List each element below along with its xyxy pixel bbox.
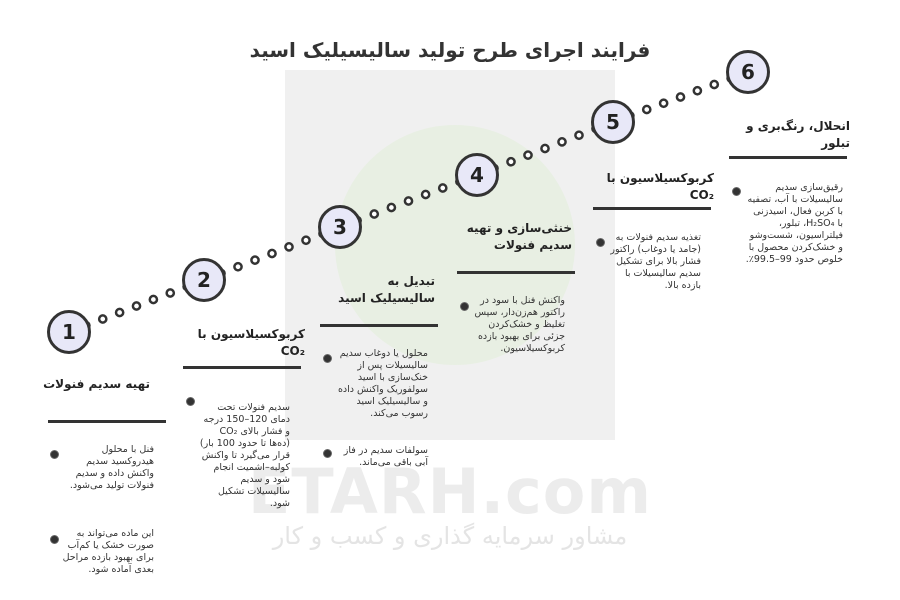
step-5-node: 5 [591,100,635,144]
path-dot [523,150,533,160]
step-6-bullet-1: رقیق‌سازی سدیم سالیسیلات با آب، تصفیه با… [745,182,843,265]
step-3-bullet-1-marker [323,354,332,363]
watermark-logo: ETARH.com [248,455,652,528]
step-2-bullet-1: سدیم فنولات تحت دمای 120–150 درجه و فشار… [199,402,290,509]
path-dot [692,85,703,96]
step-1-bullet-1: فنل با محلول هیدروکسید سدیم واکنش داده و… [69,444,154,491]
path-dot [403,196,414,206]
step-6-title: انحلال، رنگ‌بری و تبلور [746,119,850,150]
step-2-divider [183,366,301,369]
path-dot [250,255,260,265]
step-6-node: 6 [726,50,770,94]
step-2-title: کربوکسیلاسیون با CO₂ [197,327,305,358]
path-dot [114,307,125,318]
diagram-title: فرایند اجرای طرح تولید سالیسیلیک اسید [249,38,651,62]
watermark-tagline: مشاور سرمایه گذاری و کسب و کار [272,522,628,550]
step-4-node: 4 [455,153,499,197]
path-dot [369,209,380,219]
path-dot [386,202,397,213]
step-3-title: تبدیل به سالیسیلیک اسید [338,274,435,305]
step-5-bullet-1-marker [596,238,605,247]
step-6-bullet-1-marker [732,187,741,196]
path-dot [675,92,686,102]
step-3-bullet-2-marker [323,449,332,458]
step-1-bullet-1-marker [50,450,59,459]
step-5-divider [593,207,711,210]
step-6-divider [729,156,847,159]
step-4-title: خنثی‌سازی و تهیه سدیم فنولات [466,221,572,252]
path-dot [574,130,584,141]
path-dot [540,143,550,154]
step-1-divider [48,420,166,423]
step-1-node: 1 [47,310,91,354]
step-2-number: 2 [197,268,211,292]
path-dot [97,314,108,324]
path-dot [165,288,176,298]
path-dot [437,183,448,193]
step-4-divider [457,271,575,274]
step-3-bullet-1: محلول یا دوغاب سدیم سالیسیلات پس از خنک‌… [337,348,428,419]
step-4-bullet-1-marker [460,302,469,311]
path-dot [709,79,720,90]
step-5-title: کربوکسیلاسیون با CO₂ [606,171,714,202]
path-dot [131,301,142,311]
step-3-divider [320,324,438,327]
path-dot [233,261,243,272]
path-dot [267,248,277,259]
path-dot [641,104,652,115]
step-5-number: 5 [606,110,620,134]
step-2-node: 2 [182,258,226,302]
path-dot [284,242,294,252]
step-2-bullet-1-marker [186,397,195,406]
path-dot [506,156,516,167]
path-dot [148,294,159,305]
step-4-bullet-1: واکنش فنل با سود در راکتور هم‌زن‌دار، سپ… [474,295,565,354]
path-dot [658,98,669,109]
step-1-number: 1 [62,320,76,344]
step-1-title: تهیه سدیم فنولات [43,377,150,391]
path-dot [301,235,311,246]
step-3-number: 3 [333,215,347,239]
step-1-bullet-2-marker [50,535,59,544]
step-5-bullet-1: تغذیه سدیم فنولات به (جامد یا دوغاب) راک… [610,232,701,291]
step-1-bullet-2: این ماده می‌تواند به صورت خشک یا کم‌آب ب… [62,528,154,575]
path-dot [420,189,431,200]
step-6-number: 6 [741,60,755,84]
step-4-number: 4 [470,163,484,187]
path-dot [557,137,567,147]
step-3-bullet-2: سولفات سدیم در فاز آبی باقی می‌ماند. [343,445,428,468]
step-3-node: 3 [318,205,362,249]
